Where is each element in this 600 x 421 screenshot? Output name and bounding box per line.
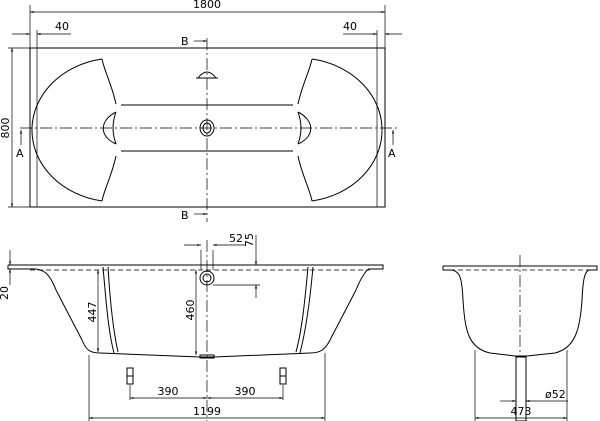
foot-right-upper xyxy=(279,367,287,377)
foot-left-upper xyxy=(126,367,134,377)
side-rim xyxy=(7,264,384,270)
foot-left-lower xyxy=(126,375,134,385)
end-view: ø52 473 xyxy=(442,255,598,421)
dim-bottom-length: 1199 xyxy=(193,405,221,418)
drain-pipe xyxy=(515,356,527,421)
dim-rim-right: 40 xyxy=(343,20,357,33)
top-view: 1800 40 40 800 B B A A xyxy=(0,0,402,222)
section-a-right: A xyxy=(388,147,396,160)
seat-edge-lines xyxy=(102,266,314,354)
foot-left xyxy=(126,367,134,385)
end-bowl xyxy=(449,269,591,357)
section-a-left: A xyxy=(16,147,24,160)
foot-right-lower xyxy=(279,375,287,385)
dim-overflow-drop: 75 xyxy=(243,233,256,247)
foot-right xyxy=(279,367,287,385)
dim-foot-left: 390 xyxy=(158,385,179,398)
dim-rim-thickness: 20 xyxy=(0,286,11,300)
dim-foot-right: 390 xyxy=(235,385,256,398)
dim-length: 1800 xyxy=(193,0,221,11)
section-b-bottom: B xyxy=(181,209,189,222)
dim-width: 800 xyxy=(0,118,12,139)
dim-bottom-width: 473 xyxy=(511,405,532,418)
dim-rim-left: 40 xyxy=(55,20,69,33)
section-b-top: B xyxy=(181,35,189,48)
dim-drain-diameter: ø52 xyxy=(545,388,566,401)
dim-overflow-height: 460 xyxy=(184,300,197,321)
rim-outline xyxy=(29,47,386,208)
side-view: 52 75 20 447 460 390 390 1199 xyxy=(0,232,384,421)
dim-overflow-offset: 52 xyxy=(229,232,243,245)
dim-depth: 447 xyxy=(86,302,99,323)
